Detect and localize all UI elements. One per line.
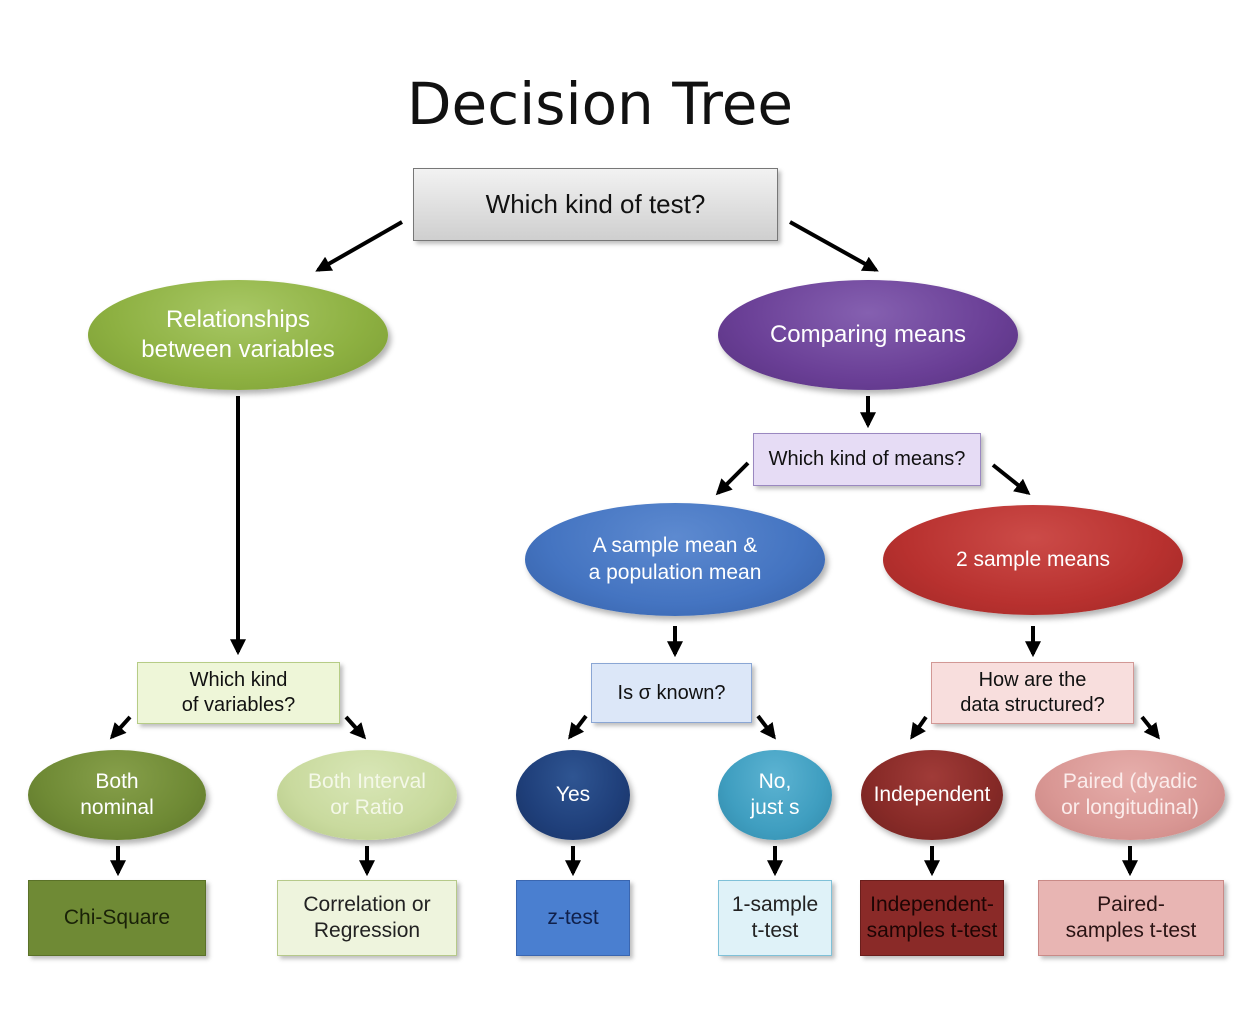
comparing-means-oval: Comparing means (718, 280, 1018, 390)
chi-square-box: Chi-Square (28, 880, 206, 956)
sample-population-oval: A sample mean & a population mean (525, 503, 825, 616)
arrow-variables-to-nominal (109, 715, 132, 740)
independent-oval: Independent (861, 750, 1003, 840)
root-question-box: Which kind of test? (413, 168, 778, 241)
paired-oval: Paired (dyadic or longitudinal) (1035, 750, 1225, 840)
kind-of-means-box: Which kind of means? (753, 433, 981, 486)
arrow-sigma-to-no (756, 714, 776, 740)
independent-samples-t-test-box: Independent- samples t-test (860, 880, 1004, 956)
arrow-variables-to-interval (344, 715, 367, 740)
both-nominal-oval: Both nominal (28, 750, 206, 840)
interval-ratio-oval: Both Interval or Ratio (277, 750, 457, 840)
correlation-regression-box: Correlation or Regression (277, 880, 457, 956)
arrow-structured-to-paired (1140, 715, 1160, 740)
two-sample-oval: 2 sample means (883, 505, 1183, 615)
one-sample-t-test-box: 1-sample t-test (718, 880, 832, 956)
arrow-means-to-two-sample (991, 463, 1031, 495)
arrow-means-to-sample-population (715, 461, 750, 496)
arrow-root-to-comparing (789, 220, 879, 272)
arrow-root-to-relationships (315, 220, 403, 272)
paired-samples-t-test-box: Paired- samples t-test (1038, 880, 1224, 956)
arrow-sigma-to-yes (568, 714, 588, 740)
sigma-known-box: Is σ known? (591, 663, 752, 723)
no-just-s-oval: No, just s (718, 750, 832, 840)
page-title: Decision Tree (406, 70, 794, 138)
relationships-oval: Relationships between variables (88, 280, 388, 390)
arrow-structured-to-independent (910, 715, 928, 740)
yes-oval: Yes (516, 750, 630, 840)
kind-of-variables-box: Which kind of variables? (137, 662, 340, 724)
z-test-box: z-test (516, 880, 630, 956)
data-structured-box: How are the data structured? (931, 662, 1134, 724)
